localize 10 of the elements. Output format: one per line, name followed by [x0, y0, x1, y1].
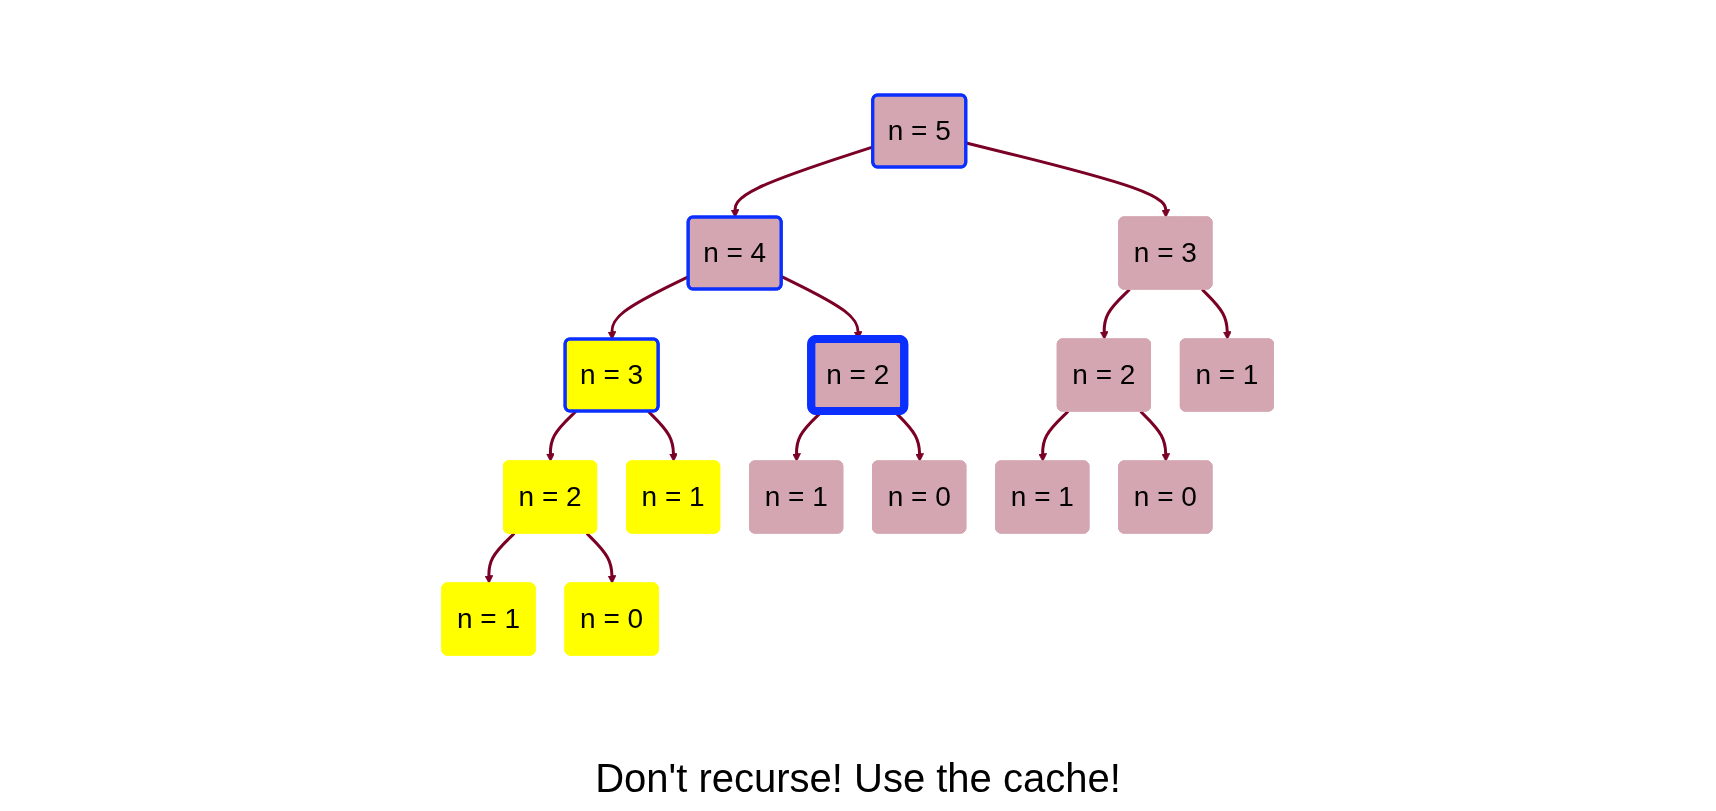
arrow	[966, 141, 1171, 218]
arrow	[1201, 288, 1232, 340]
arrow	[1100, 288, 1131, 340]
arrow	[586, 532, 617, 584]
arrow	[1038, 410, 1070, 462]
arrow	[647, 410, 679, 462]
arrow	[730, 145, 874, 218]
arrow	[1139, 410, 1171, 462]
arrow	[484, 532, 516, 584]
note-text: Don't recurse! Use the cache!	[595, 756, 1121, 801]
